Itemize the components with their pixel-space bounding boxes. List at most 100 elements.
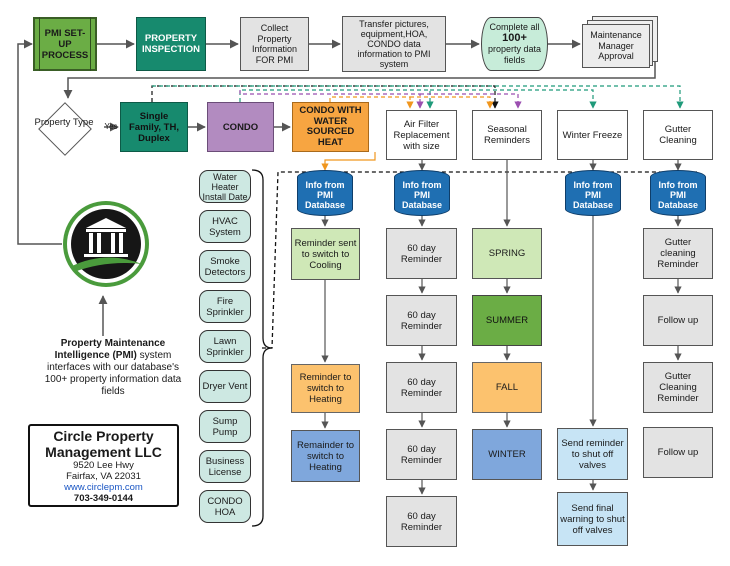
side-item-label: HVAC System bbox=[209, 215, 241, 238]
side-item-hvac: HVAC System bbox=[199, 210, 251, 243]
db-label: Info from PMI Database bbox=[401, 180, 443, 210]
shutoff-reminder-label: Send reminder to shut off valves bbox=[561, 437, 624, 471]
air-filter-reminder-label: 60 day Reminder bbox=[400, 242, 443, 265]
cooling-reminder-label: Reminder sent to switch to Cooling bbox=[294, 237, 357, 271]
season-label: FALL bbox=[495, 382, 519, 393]
air-filter-reminder-label: 60 day Reminder bbox=[400, 443, 443, 466]
company-card: Circle Property Management LLC 9520 Lee … bbox=[28, 424, 179, 507]
gutter-step-label: Follow up bbox=[657, 315, 699, 326]
season-label: SUMMER bbox=[485, 315, 529, 326]
season-spring: SPRING bbox=[472, 228, 542, 279]
condo-water-heat-label: CONDO WITH WATER SOURCED HEAT bbox=[299, 105, 362, 148]
gutter-reminder-2: Gutter Cleaning Reminder bbox=[643, 362, 713, 413]
shutoff-final-warning-label: Send final warning to shut off valves bbox=[560, 502, 625, 536]
side-item-water-heater: Water Heater Install Date bbox=[199, 170, 251, 203]
condo-water-heat-type: CONDO WITH WATER SOURCED HEAT bbox=[292, 102, 369, 152]
season-summer: SUMMER bbox=[472, 295, 542, 346]
air-filter-category: Air Filter Replacement with size bbox=[386, 110, 457, 160]
pmi-caption-rest: system interfaces with our database's 10… bbox=[44, 350, 182, 397]
seasonal-category: Seasonal Reminders bbox=[472, 110, 542, 160]
seasonal-label: Seasonal Reminders bbox=[484, 124, 530, 146]
single-family-label: Single Family, TH, Duplex bbox=[129, 110, 179, 144]
pmi-database-gutter: Info from PMI Database bbox=[650, 170, 706, 216]
gutter-follow-up-2: Follow up bbox=[643, 427, 713, 478]
side-item-label: Water Heater Install Date bbox=[202, 171, 248, 202]
side-item-label: CONDO HOA bbox=[207, 495, 243, 518]
gutter-label: Gutter Cleaning bbox=[659, 124, 697, 146]
air-filter-reminder-2: 60 day Reminder bbox=[386, 295, 457, 346]
complete-fields-text: Complete all 100+ property data fields bbox=[484, 22, 545, 66]
shutoff-final-warning: Send final warning to shut off valves bbox=[557, 492, 628, 546]
gutter-reminder-1: Gutter cleaning Reminder bbox=[643, 228, 713, 279]
side-item-label: Lawn Sprinkler bbox=[206, 335, 244, 358]
condo-type: CONDO bbox=[207, 102, 274, 152]
pmi-database-winter: Info from PMI Database bbox=[565, 170, 621, 216]
side-item-label: Dryer Vent bbox=[202, 381, 248, 392]
air-filter-reminder-5: 60 day Reminder bbox=[386, 496, 457, 547]
db-label: Info from PMI Database bbox=[572, 180, 614, 210]
pmi-caption-bold: Property Maintenance Intelligence (PMI) bbox=[54, 338, 166, 361]
pmi-setup-inner-bar-right bbox=[90, 17, 91, 71]
pmi-caption: Property Maintenance Intelligence (PMI) … bbox=[38, 338, 188, 398]
company-street: 9520 Lee Hwy bbox=[73, 460, 134, 471]
air-filter-reminder-1: 60 day Reminder bbox=[386, 228, 457, 279]
side-item-lawn-sprinkler: Lawn Sprinkler bbox=[199, 330, 251, 363]
gutter-step-label: Follow up bbox=[657, 447, 699, 458]
season-winter: WINTER bbox=[472, 429, 542, 480]
property-type-label: Property Type bbox=[34, 117, 94, 128]
single-family-type: Single Family, TH, Duplex bbox=[120, 102, 188, 152]
property-inspection-label: PROPERTY INSPECTION bbox=[141, 33, 201, 55]
side-item-label: Smoke Detectors bbox=[204, 255, 246, 278]
pmi-database-cooling: Info from PMI Database bbox=[297, 170, 353, 216]
side-item-smoke-detectors: Smoke Detectors bbox=[199, 250, 251, 283]
gutter-category: Gutter Cleaning bbox=[643, 110, 713, 160]
cooling-reminder: Reminder sent to switch to Cooling bbox=[291, 228, 360, 280]
transfer-step: Transfer pictures, equipment,HOA, CONDO … bbox=[342, 16, 446, 72]
side-item-condo-hoa: CONDO HOA bbox=[199, 490, 251, 523]
company-city: Fairfax, VA 22031 bbox=[66, 471, 141, 482]
collect-info-step: Collect Property Information FOR PMI bbox=[240, 17, 309, 71]
property-inspection-step: PROPERTY INSPECTION bbox=[136, 17, 206, 71]
side-item-business-license: Business License bbox=[199, 450, 251, 483]
complete-suffix: property data fields bbox=[487, 44, 542, 65]
air-filter-reminder-label: 60 day Reminder bbox=[400, 376, 443, 399]
company-phone: 703-349-0144 bbox=[73, 493, 134, 504]
circle-pm-logo bbox=[63, 201, 149, 287]
pmi-setup-label: PMI SET-UP PROCESS bbox=[41, 27, 89, 61]
complete-count: 100+ bbox=[502, 32, 527, 44]
pmi-setup-step: PMI SET-UP PROCESS bbox=[33, 17, 97, 71]
collect-info-label: Collect Property Information FOR PMI bbox=[251, 23, 298, 65]
side-item-fire-sprinkler: Fire Sprinkler bbox=[199, 290, 251, 323]
company-website-link[interactable]: www.circlepm.com bbox=[64, 482, 143, 493]
shutoff-reminder: Send reminder to shut off valves bbox=[557, 428, 628, 480]
db-label: Info from PMI Database bbox=[304, 180, 346, 210]
season-fall: FALL bbox=[472, 362, 542, 413]
condo-label: CONDO bbox=[222, 121, 259, 133]
complete-prefix: Complete all bbox=[489, 22, 540, 32]
db-label: Info from PMI Database bbox=[657, 180, 699, 210]
pmi-setup-inner-bar-left bbox=[39, 17, 40, 71]
winter-freeze-label: Winter Freeze bbox=[562, 129, 623, 141]
gutter-step-label: Gutter Cleaning Reminder bbox=[657, 371, 699, 404]
transfer-label: Transfer pictures, equipment,HOA, CONDO … bbox=[357, 19, 431, 69]
pmi-database-air-filter: Info from PMI Database bbox=[394, 170, 450, 216]
side-item-label: Sump Pump bbox=[212, 415, 238, 438]
company-name: Circle Property Management LLC bbox=[45, 428, 162, 460]
air-filter-reminder-label: 60 day Reminder bbox=[400, 510, 443, 533]
air-filter-reminder-label: 60 day Reminder bbox=[400, 309, 443, 332]
air-filter-reminder-4: 60 day Reminder bbox=[386, 429, 457, 480]
season-label: WINTER bbox=[488, 449, 526, 460]
season-label: SPRING bbox=[488, 248, 526, 259]
complete-fields-step: Complete all 100+ property data fields bbox=[481, 17, 548, 71]
side-item-dryer-vent: Dryer Vent bbox=[199, 370, 251, 403]
yes-label: Yes bbox=[104, 122, 118, 131]
manager-approval-step: Maintenance Manager Approval bbox=[582, 24, 650, 68]
heating-reminder-label: Reminder to switch to Heating bbox=[299, 372, 352, 405]
air-filter-reminder-3: 60 day Reminder bbox=[386, 362, 457, 413]
heating-remainder-label: Remainder to switch to Heating bbox=[296, 439, 355, 473]
winter-freeze-category: Winter Freeze bbox=[557, 110, 628, 160]
heating-reminder: Reminder to switch to Heating bbox=[291, 364, 360, 413]
manager-approval-label: Maintenance Manager Approval bbox=[590, 30, 642, 62]
